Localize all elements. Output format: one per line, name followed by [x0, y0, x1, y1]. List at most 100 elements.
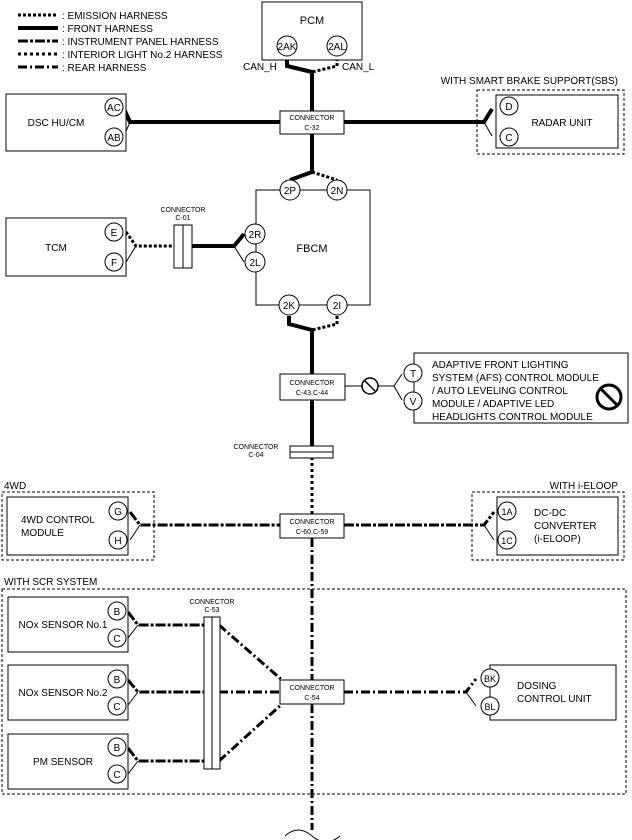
fourwd-group-frame [1, 491, 155, 561]
wire-nox1 [126, 611, 204, 627]
fbcm-module: FBCM 2P 2N 2R 2L 2K 2I [244, 179, 371, 316]
wire-4wd [128, 511, 280, 527]
wire-ieloop-branch [483, 524, 495, 541]
c01-line1: CONNECTOR [161, 207, 206, 214]
dosing-line1: DOSING [517, 681, 557, 692]
ieloop-pin-1a-label: 1A [501, 507, 512, 517]
fbcm-pin-2n-label: 2N [331, 186, 344, 197]
pcm-pin-2ak [276, 35, 298, 57]
afs-line5: HEADLIGHTS CONTROL MODULE [432, 412, 593, 423]
tcm-pin-e [104, 222, 124, 242]
dsc-pin-ac [104, 97, 124, 117]
nox2-pin-c-label: C [113, 702, 120, 713]
ieloop-line3: (i-ELOOP) [534, 534, 581, 545]
afs-pin-v [403, 391, 423, 411]
tcm-label: TCM [45, 243, 67, 254]
pcm-module: PCM 2AK 2AL [261, 1, 363, 61]
nox1-box [7, 596, 129, 653]
dsc-label: DSC HU/CM [28, 118, 85, 129]
wire-nox2-branch [127, 691, 139, 706]
tcm-module: TCM E F [5, 217, 127, 277]
wire-c53-c54-c [217, 702, 284, 763]
wire-ieloop [344, 511, 496, 527]
c01-line2: C-01 [175, 215, 190, 222]
fourwd-pin-h-label: H [114, 536, 121, 547]
fourwd-pin-g [108, 501, 128, 521]
nox1-pin-c-label: C [113, 634, 120, 645]
pm-pin-b [107, 737, 127, 757]
dsc-pin-ac-label: AC [107, 103, 121, 114]
c43-line2: C-43,C-44 [296, 390, 328, 397]
wire-dosing-branch [465, 691, 477, 707]
fbcm-pin-2l-label: 2L [249, 258, 261, 269]
dosing-module: DOSING CONTROL UNIT BK BL [480, 664, 617, 721]
wire-radar [344, 107, 494, 124]
radar-label: RADAR UNIT [531, 118, 592, 129]
pcm-label: PCM [300, 15, 324, 27]
ieloop-line2: CONVERTER [534, 521, 597, 532]
can-h-label: CAN_H [243, 62, 277, 73]
nox1-label: NOx SENSOR No.1 [19, 620, 108, 631]
legend-interior-text: : INTERIOR LIGHT No.2 HARNESS [62, 50, 223, 61]
afs-pin-t [403, 363, 423, 383]
pm-pin-b-label: B [114, 743, 121, 754]
nox1-pin-b-label: B [114, 607, 121, 618]
pm-module: PM SENSOR B C [7, 733, 129, 790]
nox2-pin-c [107, 696, 127, 716]
prohibited-icon-small [361, 377, 379, 395]
fbcm-pin-2k [278, 294, 300, 316]
dsc-pin-ab [104, 127, 124, 147]
wire-tcm-c01 [124, 231, 174, 248]
ieloop-pin-1a [497, 501, 517, 521]
c04-line2: C-04 [248, 452, 263, 459]
nox1-pin-b [107, 601, 127, 621]
wire-c01-fbcm-branch [233, 245, 245, 263]
fbcm-pin-2n [326, 179, 348, 201]
c04-line1: CONNECTOR [234, 444, 279, 451]
pcm-pin-2al-label: 2AL [328, 42, 346, 53]
dosing-pin-bl [480, 696, 500, 716]
legend: : EMISSION HARNESS : FRONT HARNESS : INS… [18, 11, 223, 74]
wire-fbcm-2k [287, 316, 314, 374]
fbcm-pin-2p-label: 2P [284, 186, 297, 197]
tcm-pin-e-label: E [111, 228, 118, 239]
wire-4wd-branch [129, 524, 141, 541]
c32-line1: CONNECTOR [290, 115, 335, 122]
scr-group-label: WITH SCR SYSTEM [4, 577, 97, 588]
fbcm-pin-2i-label: 2I [333, 301, 341, 312]
c53-line2: C-53 [204, 607, 219, 614]
sbs-group-frame [476, 89, 625, 155]
fbcm-pin-2k-label: 2K [283, 301, 296, 312]
dosing-pin-bk-label: BK [484, 674, 496, 684]
wire-dosing [344, 678, 478, 694]
radar-pin-d-label: D [505, 102, 512, 113]
wire-pm-branch [127, 760, 139, 775]
afs-line4: MODULE / ADAPTIVE LED [432, 399, 554, 410]
legend-instrument-text: : INSTRUMENT PANEL HARNESS [62, 37, 219, 48]
c04-top-half [289, 445, 334, 453]
pm-label: PM SENSOR [33, 757, 93, 768]
afs-line3: / AUTO LEVELING CONTROL [432, 386, 568, 397]
pcm-pin-2al [326, 35, 348, 57]
connector-c01: CONNECTOR C-01 [161, 207, 206, 269]
fourwd-line1: 4WD CONTROL [21, 515, 95, 526]
radar-pin-d [499, 96, 519, 116]
nox1-pin-c [107, 628, 127, 648]
sbs-group-label: WITH SMART BRAKE SUPPORT(SBS) [441, 76, 618, 87]
c53-right-half [211, 616, 221, 770]
afs-module: ADAPTIVE FRONT LIGHTING SYSTEM (AFS) CON… [403, 352, 629, 424]
legend-rear-text: : REAR HARNESS [62, 63, 147, 74]
c54-line2: C-54 [304, 695, 319, 702]
pcm-pin-2ak-label: 2AK [278, 42, 297, 53]
c43-box [279, 373, 346, 401]
pm-pin-c-label: C [113, 770, 120, 781]
fbcm-box [255, 189, 371, 306]
ieloop-module: DC-DC CONVERTER (i-ELOOP) 1A 1C [496, 496, 619, 556]
dosing-pin-bl-label: BL [484, 702, 495, 712]
radar-pin-c [499, 127, 519, 147]
fourwd-box [6, 496, 129, 556]
wire-break-mark [284, 829, 341, 840]
c60-line1: CONNECTOR [290, 519, 335, 526]
ieloop-pin-1c [497, 530, 517, 550]
